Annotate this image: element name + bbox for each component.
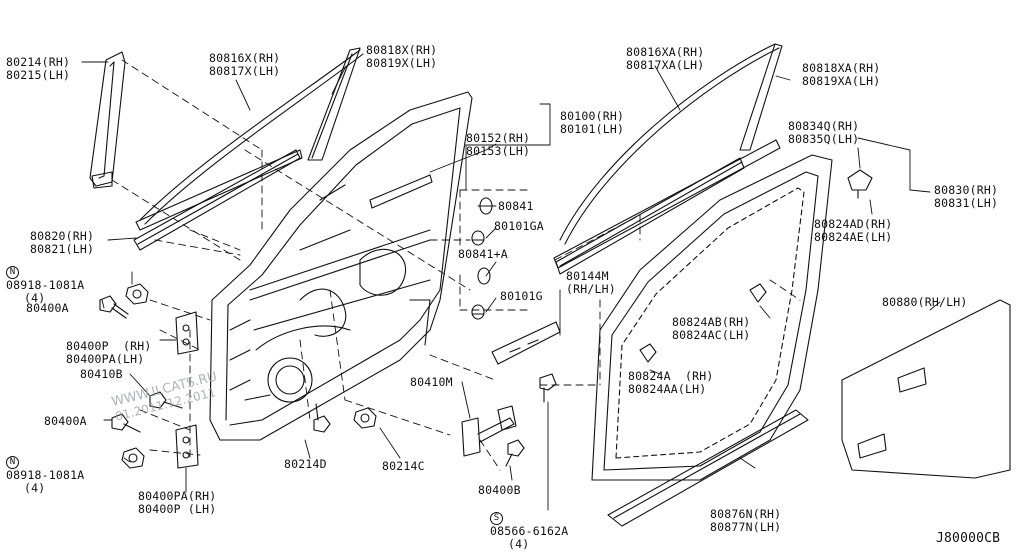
label-80820: 80820(RH)80821(LH) (30, 229, 95, 256)
label-80400b: 80400B (478, 483, 521, 497)
glass-run-rear-xa-part (739, 43, 783, 151)
label-80824a: 80824A (RH)80824AA(LH) (628, 369, 714, 396)
moulding-80834q (553, 139, 781, 269)
nut-08918-top (125, 283, 149, 305)
corner-sash-part (89, 51, 126, 189)
door-hinge-upper (175, 311, 199, 355)
nut-80214c (353, 407, 377, 429)
label-80101g: 80101G (500, 289, 543, 303)
bolt-80214d (313, 403, 331, 433)
label-80841: 80841 (498, 199, 534, 213)
bolt-80400b (505, 439, 525, 467)
screw-08566 (539, 373, 557, 403)
label-80214: 80214(RH)80215(LH) (6, 55, 71, 82)
door-hinge-lower (175, 424, 199, 469)
label-80830: 80830(RH)80831(LH) (934, 183, 999, 210)
diagram-code: J80000CB (936, 531, 1001, 546)
leader-lines-dashed (111, 59, 801, 471)
bracket-80144m (491, 321, 561, 365)
belt-moulding-part (133, 149, 301, 251)
label-80410b: 80410B (80, 367, 123, 381)
label-80816xa: 80816XA(RH)80817XA(LH) (626, 45, 705, 72)
label-80824ab: 80824AB(RH)80824AC(LH) (672, 315, 751, 342)
door-shell-part (209, 91, 473, 441)
label-80152: 80152(RH)80153(LH) (466, 131, 531, 158)
weatherstrip-80830 (591, 154, 833, 481)
bolt-80400a-top (99, 295, 129, 319)
plug-80841a (477, 267, 491, 285)
door-check-link (461, 405, 517, 457)
label-80834q: 80834Q(RH)80835Q(LH) (788, 119, 860, 146)
bolt-80400a-bottom (111, 413, 141, 433)
door-trim-80880 (841, 299, 1011, 479)
label-80410m: 80410M (410, 375, 453, 389)
glass-run-outer-part (135, 49, 364, 231)
label-80101ga: 80101GA (494, 219, 544, 233)
label-80400a-top: 80400A (26, 301, 69, 315)
label-80818xa: 80818XA(RH)80819XA(LH) (802, 61, 881, 88)
label-80824ad: 80824AD(RH)80824AE(LH) (814, 217, 893, 244)
clip-80824ad (847, 169, 873, 199)
label-80841a: 80841+A (458, 247, 508, 261)
label-80214c: 80214C (382, 459, 425, 473)
n-circle-icon: N (6, 266, 19, 279)
label-80214d: 80214D (284, 457, 327, 471)
bolt-80410b (149, 391, 183, 409)
clip-80824a (639, 343, 657, 363)
label-80400pa: 80400PA(RH)80400P (LH) (138, 489, 217, 516)
clip-80824ab (749, 283, 767, 303)
n-circle-icon: N (6, 456, 19, 469)
glass-run-rear-part (307, 47, 361, 161)
leader-lines-solid (81, 61, 941, 511)
label-80880: 80880(RH/LH) (882, 295, 968, 309)
label-80816x: 80816X(RH)80817X(LH) (209, 51, 281, 78)
label-80100: 80100(RH)80101(LH) (560, 109, 625, 136)
label-80144m: 80144M(RH/LH) (566, 269, 616, 296)
label-80818x: 80818X(RH)80819X(LH) (366, 43, 438, 70)
nut-08918-bottom (121, 447, 145, 469)
clip-80101g (471, 304, 485, 320)
sill-moulding-80876n (607, 409, 809, 527)
label-80876n: 80876N(RH)80877N(LH) (710, 507, 782, 534)
clip-80101ga (471, 230, 485, 246)
label-80400a-bottom: 80400A (44, 414, 87, 428)
s-circle-icon: S (490, 512, 503, 525)
label-80400p: 80400P (RH)80400PA(LH) (66, 339, 152, 366)
